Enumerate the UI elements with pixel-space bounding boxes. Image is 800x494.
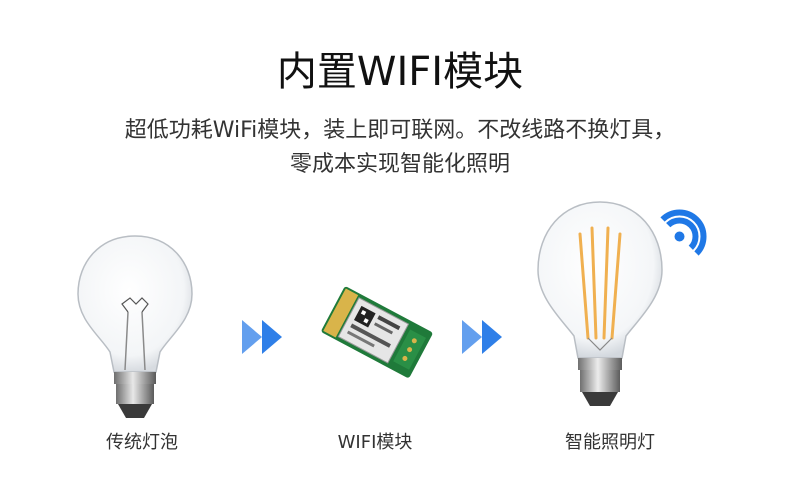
arrow-right-icon bbox=[242, 320, 282, 354]
wifi-signal-icon bbox=[660, 209, 707, 256]
incandescent-bulb-icon bbox=[77, 235, 193, 418]
page-title: 内置WIFI模块 bbox=[276, 49, 524, 95]
wifi-module-board-icon bbox=[321, 286, 433, 378]
filament-smart-bulb-icon bbox=[537, 201, 663, 406]
arrow-right-icon bbox=[462, 320, 502, 354]
subtitle-line-1: 超低功耗WiFi模块，装上即可联网。不改线路不换灯具， bbox=[124, 118, 676, 143]
subtitle: 超低功耗WiFi模块，装上即可联网。不改线路不换灯具， 零成本实现智能化照明 bbox=[90, 114, 710, 182]
caption-smart-bulb: 智能照明灯 bbox=[565, 432, 655, 453]
caption-wifi-module: WIFI模块 bbox=[337, 432, 413, 453]
caption-traditional-bulb: 传统灯泡 bbox=[106, 432, 178, 453]
subtitle-line-2: 零成本实现智能化照明 bbox=[289, 152, 510, 177]
